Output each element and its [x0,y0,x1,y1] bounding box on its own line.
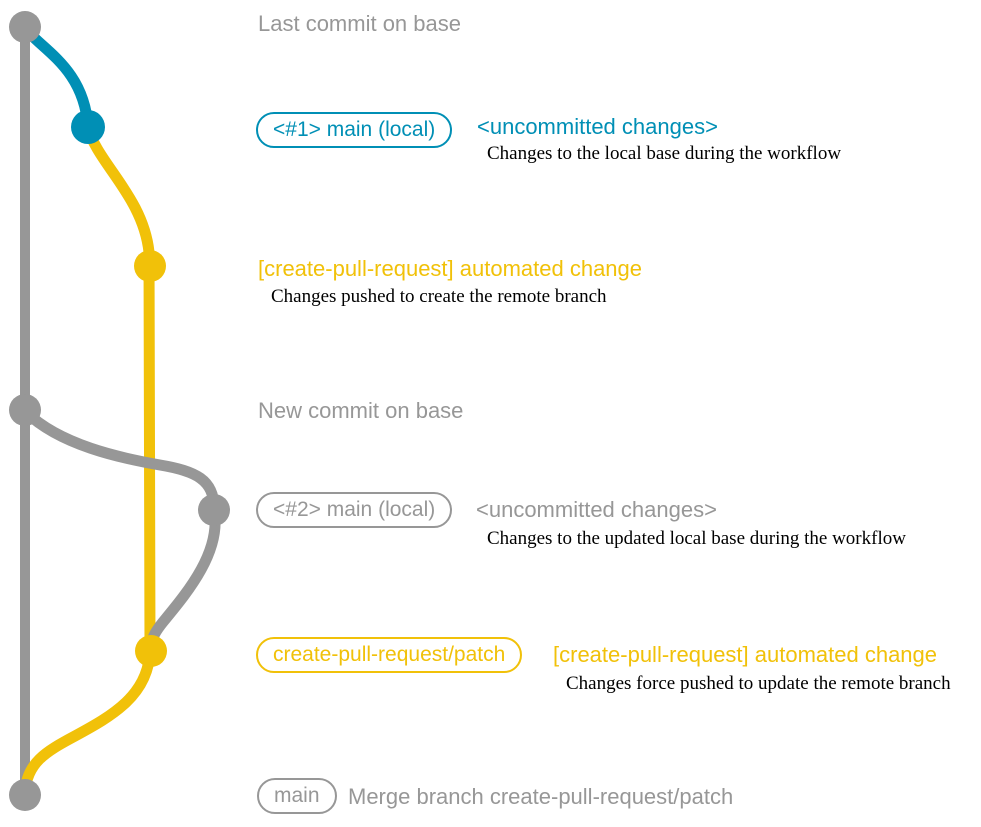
label-uncommitted-changes-2: <uncommitted changes> [476,497,717,522]
branch-badge-main-local-1: <#1> main (local) [256,112,453,148]
branch-badge-patch: create-pull-request/patch [256,637,523,673]
branch-badge-main: main [257,778,337,814]
commit-dot-merge [9,779,41,811]
patch-branch-line [19,121,156,798]
commit-dot-patch-1 [134,250,166,282]
commit-dot-new-base [9,394,41,426]
label-uncommitted-changes-1: <uncommitted changes> [477,114,718,139]
note-last-commit-on-base: Last commit on base [258,11,461,36]
description-uncommitted-2: Changes to the updated local base during… [487,528,906,549]
description-automated-change-1: Changes pushed to create the remote bran… [271,286,607,307]
description-uncommitted-1: Changes to the local base during the wor… [487,143,842,164]
label-automated-change-1: [create-pull-request] automated change [258,256,643,281]
commit-dot-last-base [9,11,41,43]
local2-to-patch-curve [145,504,221,658]
base-to-local2-curve [20,406,220,514]
local-main-branch-curve [19,22,94,133]
commit-dot-patch-2 [135,635,167,667]
label-automated-change-2: [create-pull-request] automated change [553,642,938,667]
commit-dot-local-main-1 [71,110,105,144]
description-automated-change-2: Changes force pushed to update the remot… [566,673,951,694]
note-new-commit-on-base: New commit on base [258,398,464,423]
merge-commit-message: Merge branch create-pull-request/patch [348,784,734,809]
branch-badge-main-local-2: <#2> main (local) [256,492,453,528]
commit-dot-local-main-2 [198,494,230,526]
